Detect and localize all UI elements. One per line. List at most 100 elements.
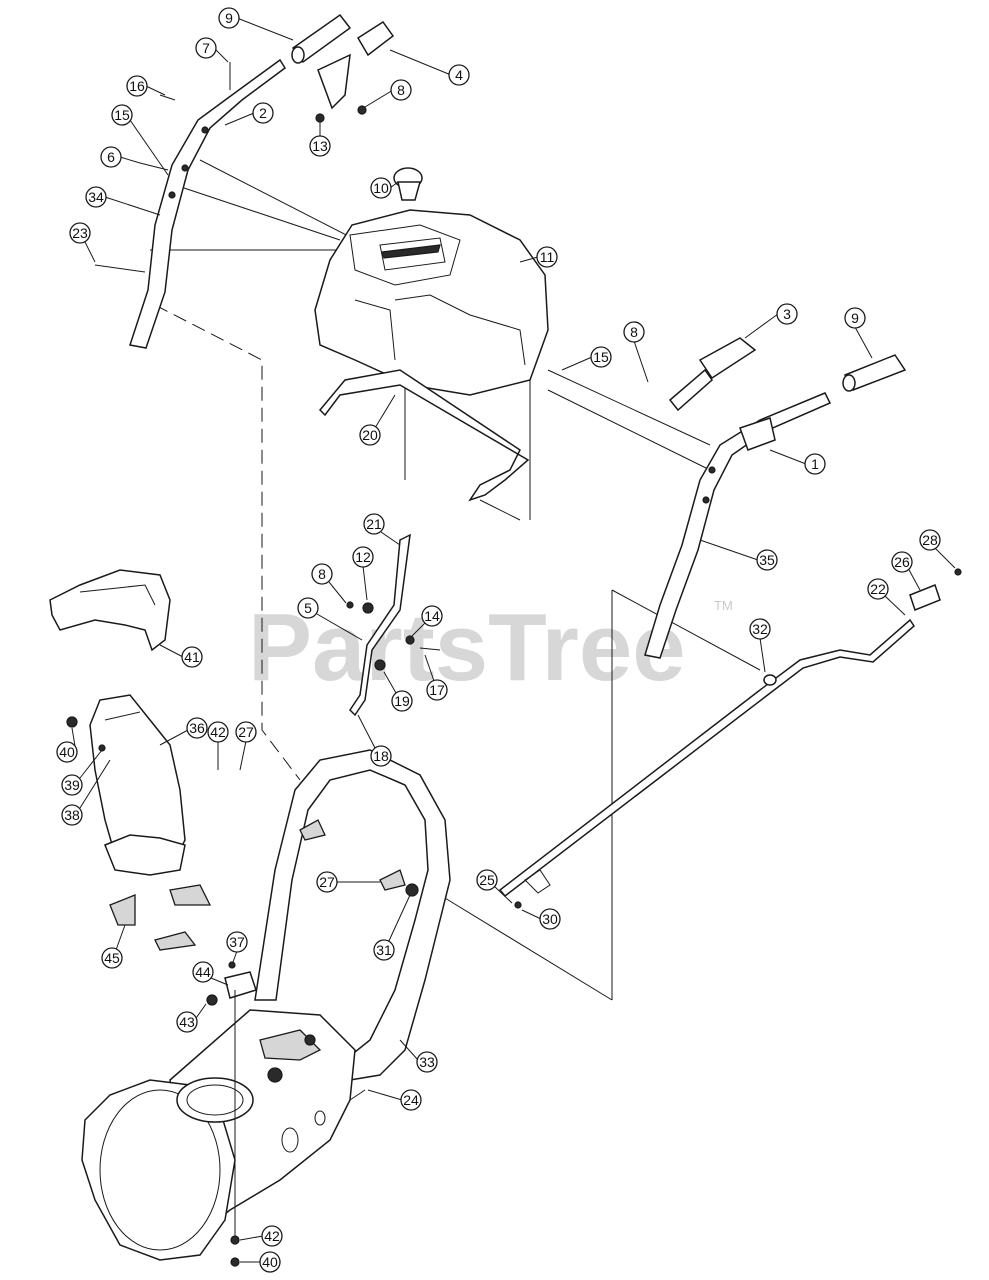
- svg-text:26: 26: [894, 554, 910, 570]
- callout-31[interactable]: 31: [373, 894, 411, 961]
- callout-33[interactable]: 33: [399, 1039, 438, 1073]
- callout-17[interactable]: 17: [424, 654, 448, 701]
- callout-7[interactable]: 7: [195, 37, 229, 63]
- svg-text:32: 32: [752, 621, 768, 637]
- callout-40[interactable]: 40: [56, 727, 78, 763]
- svg-text:3: 3: [783, 306, 791, 322]
- svg-text:28: 28: [922, 532, 938, 548]
- svg-text:45: 45: [104, 950, 120, 966]
- svg-text:13: 13: [312, 138, 328, 154]
- callout-11[interactable]: 11: [519, 246, 558, 268]
- callout-18[interactable]: 18: [357, 714, 392, 767]
- svg-text:18: 18: [373, 748, 389, 764]
- callout-9[interactable]: 9: [218, 7, 294, 41]
- handle-grips-upper: [94, 13, 395, 273]
- callout-21[interactable]: 21: [363, 513, 401, 546]
- watermark-text: PartsTree: [248, 594, 686, 701]
- upper-handle-right: [644, 337, 907, 659]
- callout-4[interactable]: 4: [389, 49, 470, 86]
- callout-39[interactable]: 39: [61, 749, 103, 796]
- callout-42b[interactable]: 42: [239, 1225, 283, 1247]
- svg-text:20: 20: [362, 427, 378, 443]
- callout-8b[interactable]: 8: [623, 321, 649, 383]
- svg-text:40: 40: [262, 1254, 278, 1270]
- svg-text:31: 31: [376, 942, 392, 958]
- svg-text:17: 17: [429, 682, 445, 698]
- callout-5[interactable]: 5: [297, 597, 363, 641]
- svg-text:5: 5: [304, 600, 312, 616]
- svg-text:12: 12: [355, 549, 371, 565]
- svg-text:44: 44: [195, 964, 211, 980]
- callout-35[interactable]: 35: [699, 539, 778, 571]
- callout-44[interactable]: 44: [192, 961, 229, 986]
- chute-crank-rod: [498, 568, 962, 909]
- callout-45[interactable]: 45: [101, 924, 126, 969]
- svg-text:23: 23: [72, 225, 88, 241]
- part-callouts: 9 7 16 2 4 8 13 15 6 34 10 23 11 3 9 8 1…: [56, 7, 956, 1273]
- callout-9b[interactable]: 9: [844, 307, 873, 359]
- discharge-chute: [49, 569, 212, 951]
- svg-text:30: 30: [542, 911, 558, 927]
- callout-3[interactable]: 3: [744, 303, 798, 339]
- svg-text:8: 8: [630, 324, 638, 340]
- svg-text:33: 33: [419, 1054, 435, 1070]
- svg-text:25: 25: [479, 872, 495, 888]
- callout-25[interactable]: 25: [476, 869, 513, 904]
- svg-text:16: 16: [129, 78, 145, 94]
- svg-text:27: 27: [319, 874, 335, 890]
- callout-22[interactable]: 22: [867, 578, 906, 616]
- callout-10[interactable]: 10: [370, 177, 399, 199]
- svg-text:11: 11: [540, 249, 555, 265]
- callout-13[interactable]: 13: [309, 122, 331, 157]
- shift-rod-bracket: [318, 369, 530, 502]
- watermark-trademark: TM: [714, 598, 733, 613]
- callout-19[interactable]: 19: [383, 671, 413, 712]
- callout-8c[interactable]: 8: [311, 563, 347, 604]
- callout-42[interactable]: 42: [207, 721, 229, 770]
- svg-text:2: 2: [259, 105, 267, 121]
- svg-text:43: 43: [179, 1014, 195, 1030]
- svg-text:24: 24: [403, 1092, 419, 1108]
- callout-12[interactable]: 12: [352, 546, 374, 601]
- callout-30[interactable]: 30: [521, 908, 561, 930]
- callout-37[interactable]: 37: [226, 931, 248, 963]
- callout-27b[interactable]: 27: [316, 871, 380, 893]
- svg-text:9: 9: [851, 310, 859, 326]
- callout-14[interactable]: 14: [411, 605, 443, 637]
- svg-text:7: 7: [202, 40, 210, 56]
- callout-40b[interactable]: 40: [240, 1251, 281, 1273]
- callout-32[interactable]: 32: [749, 618, 771, 673]
- callout-23[interactable]: 23: [69, 222, 96, 263]
- callout-43[interactable]: 43: [176, 1003, 207, 1033]
- callout-24[interactable]: 24: [367, 1089, 422, 1111]
- callout-16[interactable]: 16: [126, 75, 166, 97]
- svg-text:21: 21: [366, 516, 382, 532]
- svg-text:41: 41: [184, 649, 200, 665]
- callout-2[interactable]: 2: [224, 102, 274, 126]
- callout-20[interactable]: 20: [359, 394, 396, 446]
- watermark: PartsTree TM: [248, 594, 733, 701]
- callout-15[interactable]: 15: [111, 104, 169, 176]
- svg-text:38: 38: [64, 807, 80, 823]
- dash-panel: [314, 167, 549, 396]
- callout-26[interactable]: 26: [891, 551, 921, 591]
- callout-1[interactable]: 1: [769, 449, 826, 475]
- callout-34[interactable]: 34: [85, 186, 161, 216]
- callout-15b[interactable]: 15: [561, 346, 612, 371]
- callout-38[interactable]: 38: [61, 759, 111, 826]
- callout-28[interactable]: 28: [919, 529, 956, 569]
- callout-8[interactable]: 8: [364, 79, 412, 108]
- svg-text:22: 22: [870, 581, 886, 597]
- callout-36[interactable]: 36: [159, 717, 208, 746]
- svg-text:34: 34: [88, 189, 104, 205]
- svg-text:15: 15: [593, 349, 609, 365]
- svg-text:6: 6: [107, 149, 115, 165]
- callout-27[interactable]: 27: [235, 721, 257, 771]
- svg-text:8: 8: [397, 82, 405, 98]
- callout-41[interactable]: 41: [159, 644, 203, 668]
- svg-text:35: 35: [759, 552, 775, 568]
- upper-handle-left: [129, 58, 287, 349]
- callout-6[interactable]: 6: [100, 146, 141, 168]
- svg-text:1: 1: [811, 456, 819, 472]
